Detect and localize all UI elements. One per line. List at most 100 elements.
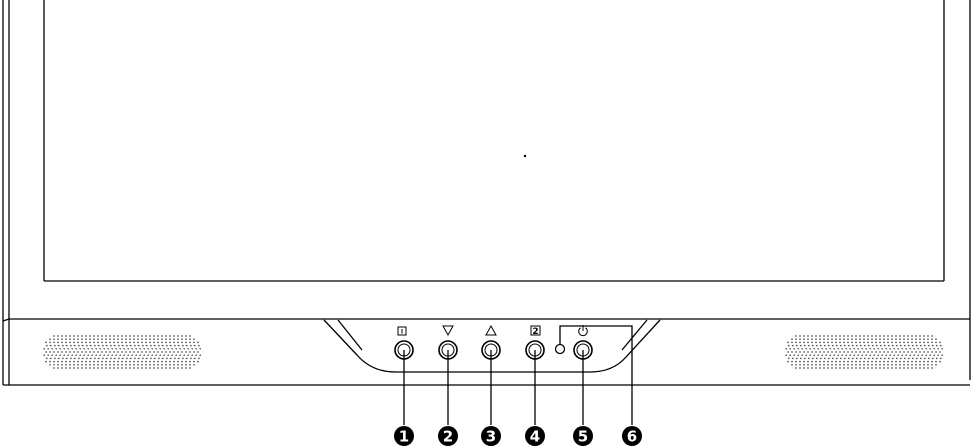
speaker-hole bbox=[839, 335, 841, 337]
speaker-hole bbox=[797, 354, 800, 357]
speaker-hole bbox=[189, 363, 191, 366]
speaker-hole bbox=[919, 367, 921, 369]
speaker-hole bbox=[887, 363, 889, 366]
speaker-hole bbox=[129, 367, 131, 369]
speaker-hole bbox=[85, 344, 88, 347]
speaker-hole bbox=[43, 347, 46, 350]
speaker-hole bbox=[889, 347, 892, 350]
speaker-hole bbox=[827, 367, 829, 369]
speaker-hole bbox=[803, 344, 806, 347]
speaker-hole bbox=[165, 341, 167, 344]
speaker-hole bbox=[105, 338, 107, 341]
speaker-hole bbox=[839, 338, 841, 341]
speaker-hole bbox=[73, 367, 75, 369]
speaker-hole bbox=[171, 347, 174, 350]
speaker-hole bbox=[847, 360, 849, 363]
speaker-hole bbox=[143, 347, 146, 350]
speaker-hole bbox=[81, 338, 83, 341]
speaker-hole bbox=[129, 341, 131, 344]
speaker-hole bbox=[865, 347, 868, 350]
speaker-hole bbox=[117, 338, 119, 341]
speaker-hole bbox=[857, 354, 860, 357]
speaker-hole bbox=[153, 363, 155, 366]
speaker-hole bbox=[789, 347, 792, 350]
speaker-hole bbox=[189, 367, 191, 369]
speaker-hole bbox=[937, 354, 940, 357]
speaker-hole bbox=[69, 341, 71, 344]
speaker-hole bbox=[859, 360, 861, 363]
speaker-hole bbox=[77, 344, 80, 347]
speaker-hole bbox=[81, 363, 83, 366]
speaker-hole bbox=[137, 363, 139, 366]
speaker-hole bbox=[93, 341, 95, 344]
speaker-hole bbox=[93, 338, 95, 341]
speaker-hole bbox=[137, 367, 139, 369]
speaker-hole bbox=[117, 367, 119, 369]
speaker-hole bbox=[141, 360, 143, 363]
speaker-hole bbox=[89, 344, 92, 347]
speaker-hole bbox=[155, 354, 158, 357]
speaker-hole bbox=[175, 354, 178, 357]
speaker-hole bbox=[879, 351, 881, 353]
speaker-hole bbox=[907, 338, 909, 341]
speaker-hole bbox=[153, 360, 155, 363]
speaker-hole bbox=[111, 354, 114, 357]
speaker-hole bbox=[81, 367, 83, 369]
speaker-hole bbox=[145, 335, 147, 337]
speaker-hole bbox=[879, 335, 881, 337]
speaker-hole bbox=[793, 347, 796, 350]
speaker-hole bbox=[57, 341, 59, 344]
speaker-hole bbox=[905, 347, 908, 350]
speaker-hole bbox=[97, 351, 99, 353]
speaker-hole bbox=[89, 363, 91, 366]
monitor-bezel bbox=[2, 0, 971, 386]
speaker-hole bbox=[789, 354, 792, 357]
speaker-hole bbox=[87, 354, 90, 357]
speaker-hole bbox=[65, 367, 67, 369]
speaker-hole bbox=[159, 347, 162, 350]
speaker-hole bbox=[173, 357, 176, 360]
speaker-hole bbox=[815, 360, 817, 363]
speaker-hole bbox=[787, 344, 790, 347]
speaker-hole bbox=[111, 347, 114, 350]
speaker-hole bbox=[121, 341, 123, 344]
speaker-hole bbox=[911, 341, 913, 344]
speaker-hole bbox=[85, 351, 87, 353]
speaker-hole bbox=[133, 351, 135, 353]
speaker-hole bbox=[77, 335, 79, 337]
speaker-hole bbox=[83, 354, 86, 357]
speaker-hole bbox=[93, 360, 95, 363]
speaker-hole bbox=[843, 351, 845, 353]
speaker-hole bbox=[55, 347, 58, 350]
speaker-hole bbox=[807, 357, 810, 360]
speaker-hole bbox=[887, 360, 889, 363]
speaker-hole bbox=[827, 351, 829, 353]
speaker-hole bbox=[931, 351, 933, 353]
speaker-hole bbox=[45, 344, 48, 347]
speaker-hole bbox=[131, 347, 134, 350]
speaker-hole bbox=[871, 351, 873, 353]
speaker-hole bbox=[815, 344, 818, 347]
speaker-hole bbox=[81, 360, 83, 363]
speaker-hole bbox=[877, 347, 880, 350]
speaker-hole bbox=[47, 347, 50, 350]
speaker-hole bbox=[153, 338, 155, 341]
speaker-hole bbox=[93, 344, 96, 347]
speaker-hole bbox=[167, 354, 170, 357]
speaker-hole bbox=[939, 360, 941, 363]
speaker-hole bbox=[53, 367, 55, 369]
speaker-hole bbox=[867, 351, 869, 353]
speaker-hole bbox=[889, 354, 892, 357]
speaker-hole bbox=[193, 360, 195, 363]
speaker-hole bbox=[121, 357, 124, 360]
speaker-hole bbox=[873, 347, 876, 350]
speaker-hole bbox=[109, 351, 111, 353]
speaker-hole bbox=[145, 351, 147, 353]
speaker-hole bbox=[173, 335, 175, 337]
speaker-hole bbox=[791, 344, 794, 347]
speaker-hole bbox=[811, 360, 813, 363]
speaker-hole bbox=[99, 354, 102, 357]
speaker-hole bbox=[157, 363, 159, 366]
speaker-hole bbox=[907, 363, 909, 366]
speaker-hole bbox=[185, 363, 187, 366]
